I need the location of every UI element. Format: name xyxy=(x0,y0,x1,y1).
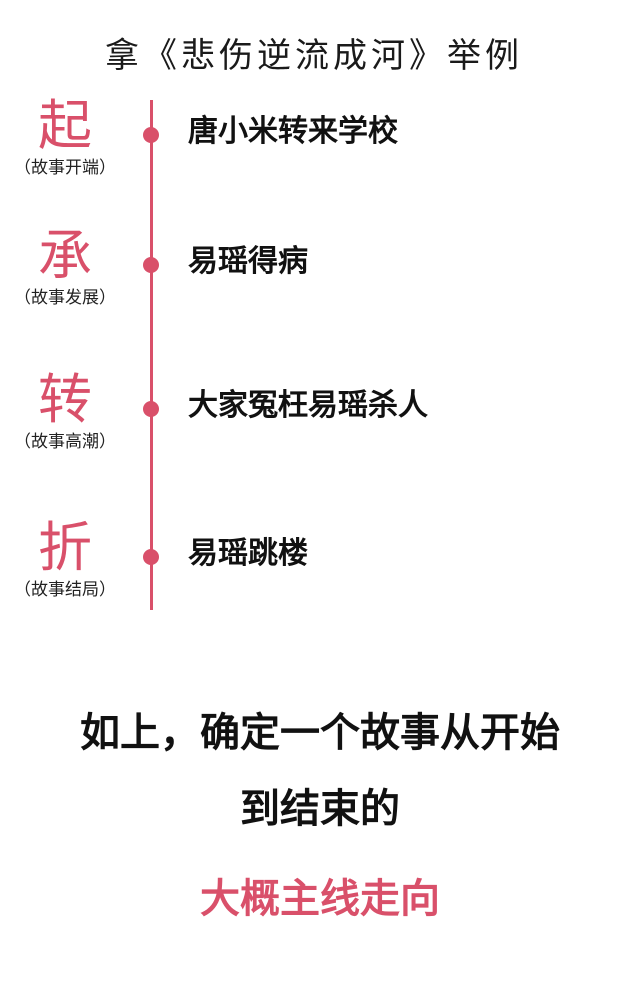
timeline-dot xyxy=(143,401,159,417)
timeline-line xyxy=(150,100,153,610)
stage-subtitle: （故事开端） xyxy=(14,158,116,178)
stage-qi: 起 （故事开端） 唐小米转来学校 xyxy=(0,98,640,188)
stage-subtitle: （故事发展） xyxy=(14,288,116,308)
conclusion-line-2: 到结束的 xyxy=(240,785,400,832)
stage-char: 转 xyxy=(38,368,92,431)
conclusion-highlight: 大概主线走向 xyxy=(200,875,440,922)
stage-event: 易瑶得病 xyxy=(188,244,308,279)
conclusion-line-1: 如上，确定一个故事从开始 xyxy=(80,709,560,756)
stage-char: 承 xyxy=(38,224,92,287)
stage-zhe: 折 （故事结局） 易瑶跳楼 xyxy=(0,520,640,610)
stage-event: 易瑶跳楼 xyxy=(188,536,308,571)
stage-subtitle: （故事结局） xyxy=(14,580,116,600)
stage-cheng: 承 （故事发展） 易瑶得病 xyxy=(0,228,640,318)
stage-subtitle: （故事高潮） xyxy=(14,432,116,452)
stage-zhuan: 转 （故事高潮） 大家冤枉易瑶杀人 xyxy=(0,372,640,462)
page-title: 拿《悲伤逆流成河》举例 xyxy=(105,36,523,76)
timeline-dot xyxy=(143,127,159,143)
stage-event: 大家冤枉易瑶杀人 xyxy=(188,388,428,423)
stage-char: 起 xyxy=(38,94,92,157)
stage-char: 折 xyxy=(38,516,92,579)
timeline-dot xyxy=(143,549,159,565)
timeline-dot xyxy=(143,257,159,273)
stage-event: 唐小米转来学校 xyxy=(188,114,398,149)
